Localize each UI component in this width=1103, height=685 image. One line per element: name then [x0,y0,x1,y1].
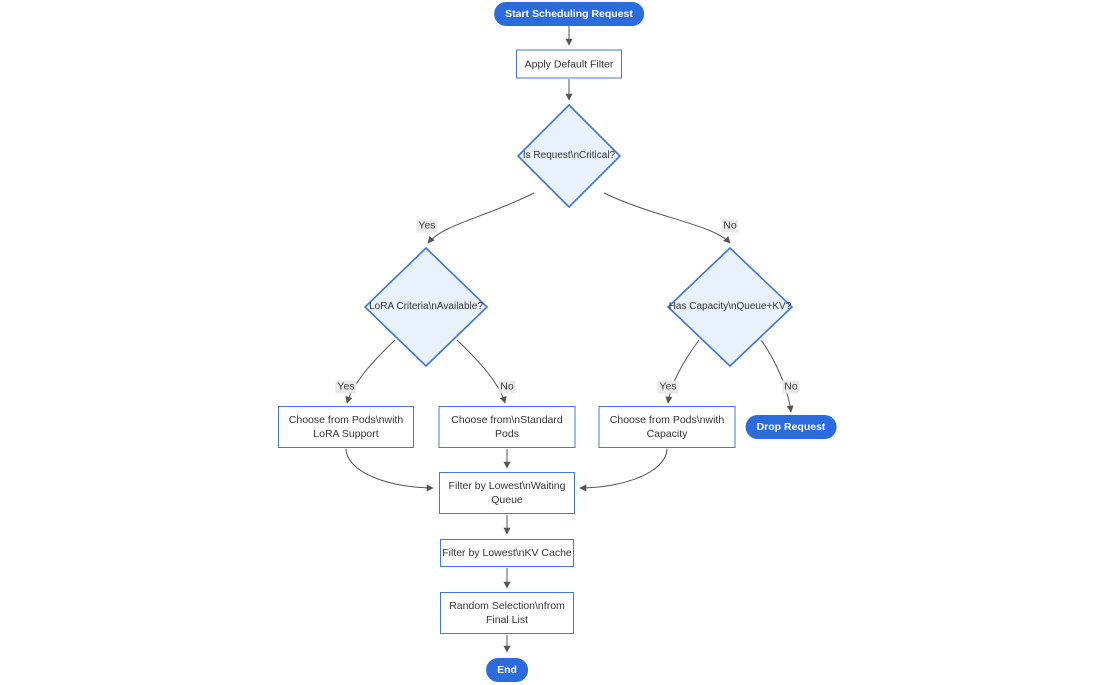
node-label: LoRA Criteria\nAvailable? [369,301,483,312]
node-label-line: Apply Default Filter [524,58,614,70]
edge-capacity-no-to-drop [760,339,794,413]
node-drop-request: Drop Request [745,415,837,439]
diamond-shape-fill [517,104,621,208]
edge-lora-no-to-choose-standard [456,339,507,404]
edge-critical-no-to-capacity [603,192,731,244]
node-label: End [497,664,517,676]
edge-label-lora-yes-to-choose-lora: Yes [335,380,357,394]
node-label: Apply Default Filter [525,57,614,71]
diamond-shape [517,104,621,208]
node-label-line: Choose from\nStandard [451,414,563,426]
edge-label-critical-no-to-capacity: No [721,219,739,233]
node-label-line: Filter by Lowest\nKV Cache [442,547,572,559]
diamond-shape [667,247,793,367]
node-label: Start Scheduling Request [505,8,633,20]
node-start: Start Scheduling Request [494,2,644,26]
diamond-shape-fill [364,247,488,367]
diamond-shape-fill [667,247,793,367]
node-label-line: Queue [491,494,523,506]
node-label-line: Filter by Lowest\nWaiting [448,480,566,492]
edge-lora-yes-to-choose-lora [345,339,396,404]
node-filter-lowest-kv-cache: Filter by Lowest\nKV Cache [440,539,574,567]
diamond-shape [364,247,488,367]
edge-critical-yes-to-lora [427,192,535,244]
node-is-request-critical: Is Request\nCritical? [517,104,621,208]
node-label-line: LoRA Support [313,428,379,440]
node-label-line: Choose from Pods\nwith [288,414,404,426]
edge-label-capacity-yes-to-choose-capacity: Yes [657,380,679,394]
node-label-line: Final List [485,614,528,626]
edge-label-lora-no-to-choose-standard: No [498,380,516,394]
node-apply-default-filter: Apply Default Filter [516,49,622,79]
edge-choose-capacity-to-filter-queue [579,448,668,492]
node-label-line: Capacity [646,428,688,440]
node-label: Drop Request [756,421,826,433]
node-label: Is Request\nCritical? [522,150,616,161]
node-has-capacity-queue-kv: Has Capacity\nQueue+KV? [667,247,793,367]
node-label-line: Choose from Pods\nwith [609,414,725,426]
node-label: Filter by Lowest\nKV Cache [442,546,572,560]
edge-label-capacity-no-to-drop: No [782,380,800,394]
node-label: Has Capacity\nQueue+KV? [668,301,792,312]
node-label-line: Random Selection\nfrom [449,600,565,612]
node-label-line: Pods [495,428,519,440]
edge-label-critical-yes-to-lora: Yes [416,219,438,233]
node-lora-criteria-available: LoRA Criteria\nAvailable? [364,247,488,367]
edge-capacity-yes-to-choose-capacity [665,339,700,404]
node-end: End [486,658,528,682]
edge-choose-lora-to-filter-queue [345,448,434,492]
